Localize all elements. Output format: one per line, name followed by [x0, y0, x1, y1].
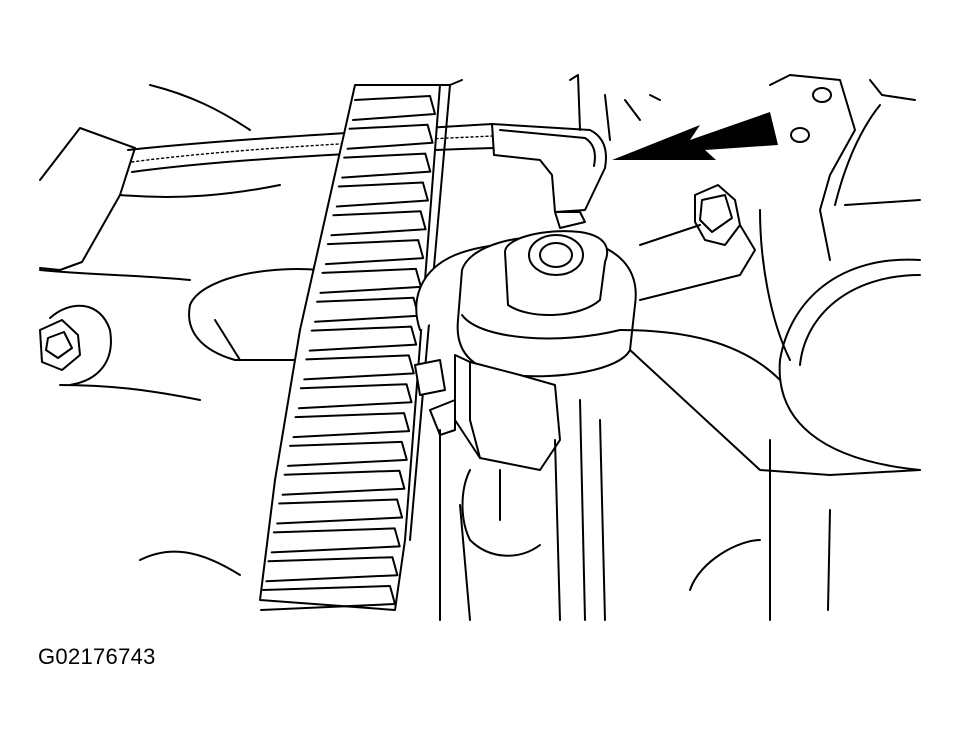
belt-tooth [303, 354, 415, 381]
belt-tooth [281, 469, 406, 496]
belt-tooth [324, 239, 425, 266]
right-housing [778, 258, 921, 471]
belt-tooth [346, 123, 434, 150]
belt-tooth [341, 152, 432, 179]
sensor-body [414, 230, 637, 471]
belt-tooth [260, 585, 396, 611]
belt-tooth [308, 325, 418, 352]
pointer-arrow [612, 112, 778, 160]
mount-bracket-loop [188, 268, 421, 361]
belt-tooth [297, 383, 413, 410]
upper-right-casting [759, 74, 921, 361]
belt-tooth [319, 267, 422, 294]
belt-tooth [335, 181, 429, 208]
right-bolt [639, 184, 756, 301]
left-bolt [39, 269, 201, 401]
belt-tooth [330, 210, 427, 237]
wire-connector [491, 123, 607, 229]
belt-tooth [270, 527, 401, 554]
wire-harness-coil [127, 123, 495, 173]
belt-tooth [276, 498, 404, 525]
belt-tooth [265, 556, 399, 583]
belt-tooth [287, 440, 408, 467]
figure-id-label: G02176743 [38, 644, 156, 669]
belt-tooth [292, 412, 411, 439]
lower-structure [139, 74, 921, 621]
belt-tooth [352, 95, 436, 121]
drive-belt [259, 79, 463, 611]
belt-teeth [260, 95, 436, 611]
upper-left-bracket [39, 84, 281, 271]
